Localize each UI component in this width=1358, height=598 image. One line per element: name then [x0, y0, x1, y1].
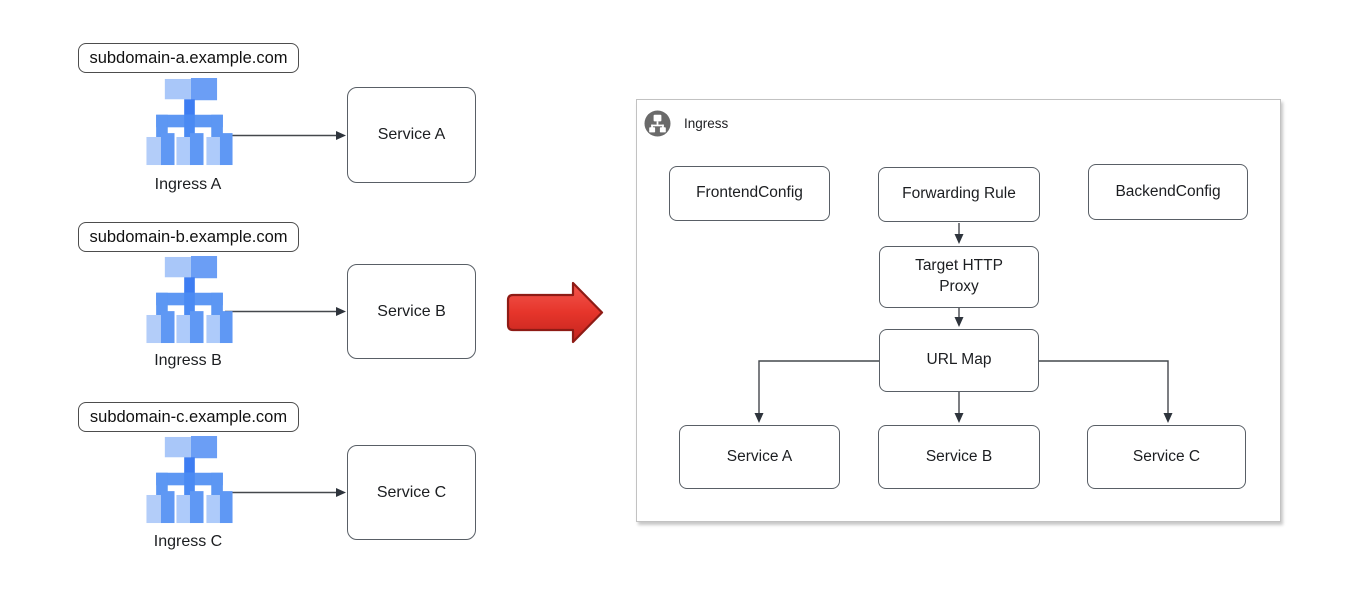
domain-label-b: subdomain-b.example.com — [78, 222, 299, 252]
backend-config-box: BackendConfig — [1088, 164, 1248, 220]
domain-label-a: subdomain-a.example.com — [78, 43, 299, 73]
service-b-panel-box: Service B — [878, 425, 1040, 489]
service-b-panel-label: Service B — [925, 447, 993, 465]
domain-label-c-text: subdomain-c.example.com — [89, 407, 288, 426]
ingress-c-label: Ingress C — [153, 533, 223, 550]
service-a-panel-box: Service A — [679, 425, 840, 489]
ingress-b-icon — [145, 256, 234, 344]
service-a-left-box: Service A — [347, 87, 476, 183]
target-http-proxy-box: Target HTTP Proxy — [879, 246, 1039, 308]
target-http-proxy-label: Target HTTP Proxy — [915, 257, 1003, 295]
panel-header-label: Ingress — [684, 116, 729, 131]
url-map-label: URL Map — [926, 351, 992, 369]
frontend-config-label: FrontendConfig — [696, 184, 803, 202]
panel-header: Ingress — [644, 110, 728, 137]
ingress-a-label: Ingress A — [154, 176, 222, 193]
frontend-config-box: FrontendConfig — [669, 166, 830, 221]
service-c-left-box: Service C — [347, 445, 476, 540]
service-b-left-label: Service B — [377, 302, 446, 320]
service-c-panel-label: Service C — [1132, 447, 1201, 465]
domain-label-a-text: subdomain-a.example.com — [89, 48, 288, 67]
service-b-left-box: Service B — [347, 264, 476, 359]
service-c-panel-box: Service C — [1087, 425, 1246, 489]
domain-label-b-text: subdomain-b.example.com — [89, 227, 288, 246]
url-map-box: URL Map — [879, 329, 1039, 392]
ingress-a-icon — [145, 78, 234, 166]
forwarding-rule-box: Forwarding Rule — [878, 167, 1040, 222]
red-right-arrow-icon — [506, 281, 604, 344]
service-a-panel-label: Service A — [726, 447, 793, 465]
ingress-c-icon — [145, 436, 234, 524]
ingress-badge-icon — [644, 110, 671, 137]
backend-config-label: BackendConfig — [1115, 182, 1221, 200]
service-c-left-label: Service C — [376, 483, 447, 501]
forwarding-rule-label: Forwarding Rule — [902, 185, 1016, 203]
domain-label-c: subdomain-c.example.com — [78, 402, 299, 432]
service-a-left-label: Service A — [377, 126, 446, 144]
ingress-b-label: Ingress B — [154, 352, 222, 369]
